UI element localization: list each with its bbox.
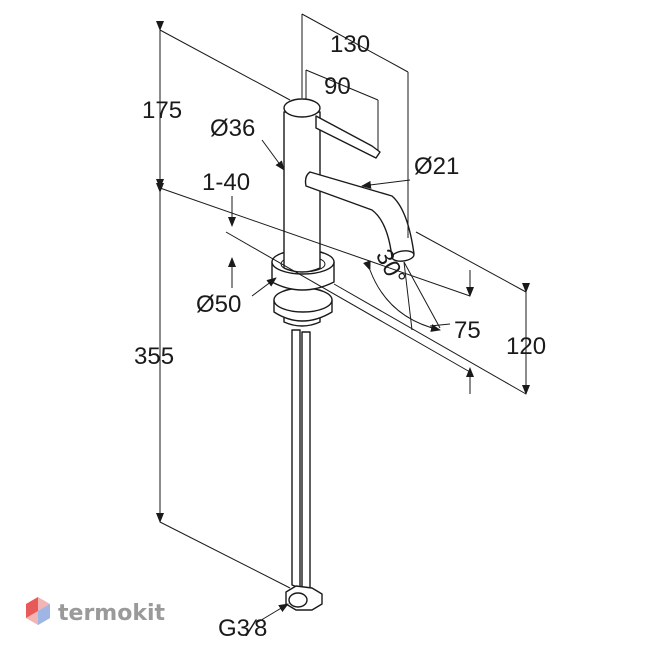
dimension-labels: 130 90 175 Ø36 Ø21 1-40 30° Ø50 75 120 3…	[134, 31, 546, 642]
dim-total-width: 130	[330, 31, 370, 58]
dim-spout-reach: 75	[454, 317, 481, 344]
hose-fitting-nut	[288, 592, 308, 608]
dim-base-diameter: Ø50	[196, 291, 241, 318]
supply-hose	[291, 329, 301, 589]
fixing-ring-top	[273, 287, 333, 313]
dim-counter-thickness: 1-40	[202, 169, 250, 196]
dimension-lines	[156, 13, 530, 623]
spout	[304, 171, 415, 259]
faucet-column	[283, 111, 321, 273]
supply-hose-2	[301, 331, 311, 592]
lever-handle	[315, 115, 381, 159]
dim-spout-diameter: Ø21	[414, 153, 459, 180]
faucet-body-group	[271, 98, 415, 611]
brand-logo: termokit	[26, 597, 165, 626]
dim-spout-height: 120	[506, 333, 546, 360]
dim-height-top: 175	[142, 97, 182, 124]
dim-lever-length: 90	[324, 73, 351, 100]
faucet-column-top	[283, 98, 321, 118]
dim-body-diameter: Ø36	[210, 115, 255, 142]
dim-hose-length: 355	[134, 343, 174, 370]
brand-name: termokit	[58, 601, 165, 626]
dim-connection-thread: G3⁄8	[218, 615, 267, 642]
